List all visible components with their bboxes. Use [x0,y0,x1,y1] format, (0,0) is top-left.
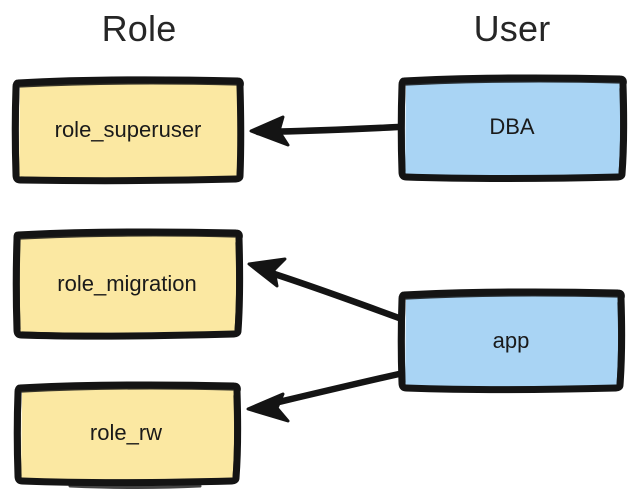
edge-app-to-role-rw[interactable] [246,370,403,423]
node-role-migration[interactable] [12,228,244,340]
node-role-rw-outline [13,381,242,486]
node-role-migration-outline-sketch [16,233,240,337]
node-dba-outline [397,74,628,182]
edge-app-to-role-migration-line [258,266,403,322]
edge-dba-to-role-superuser-arrowhead [249,115,290,147]
node-role-rw-fill [21,386,236,481]
node-app-outline-sketch [401,293,622,391]
node-role-rw[interactable] [13,381,242,489]
edge-app-to-role-migration[interactable] [247,257,403,322]
node-role-migration-fill [19,233,238,334]
edge-app-to-role-migration-arrowhead [247,257,287,288]
node-dba-outline-sketch [401,79,624,180]
node-app-outline [397,288,626,393]
node-role-superuser-outline-sketch [15,81,242,182]
edge-app-to-role-rw-arrowhead [246,392,290,423]
node-role-migration-outline [12,228,244,340]
node-role-rw-outline-sketch [17,386,238,484]
edge-dba-to-role-superuser[interactable] [249,115,402,147]
edge-app-to-role-rw-line [258,370,403,410]
column-header-user: User [473,8,551,49]
node-app[interactable] [397,288,626,393]
node-role-superuser-fill [19,81,240,179]
column-header-role: Role [101,8,177,49]
node-dba[interactable] [397,74,628,182]
node-app-fill [405,293,620,388]
node-role-migration-underline-stroke [148,334,207,338]
node-role-rw-underline-stroke [68,484,202,489]
node-role-superuser[interactable] [11,76,245,185]
node-dba-fill [405,80,622,177]
